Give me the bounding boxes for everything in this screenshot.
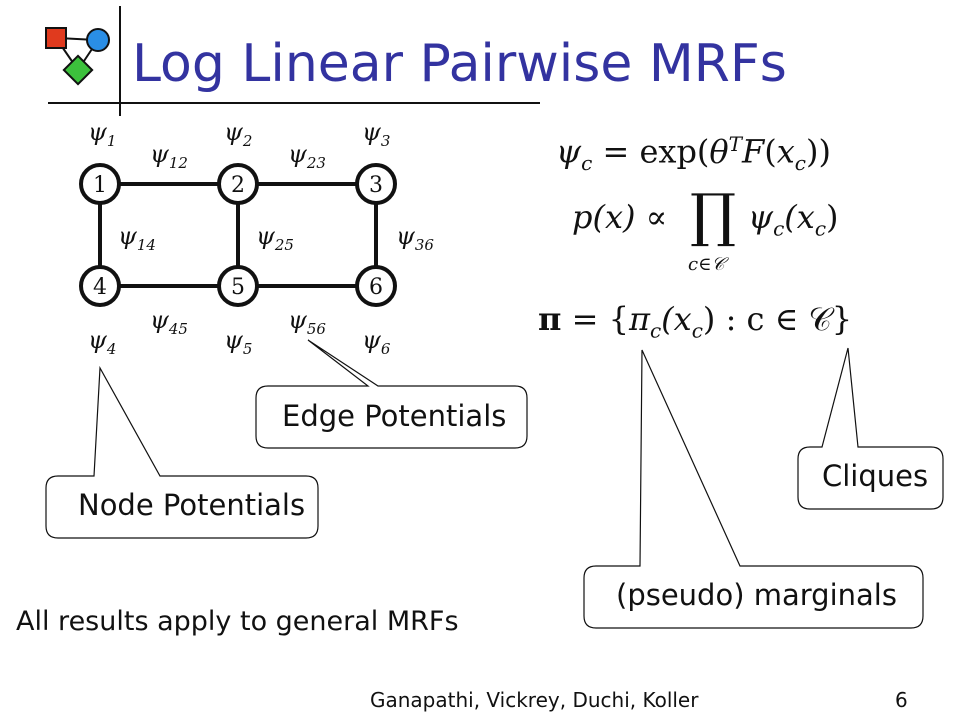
edge-potential-36: ψ36 xyxy=(396,222,434,254)
product-symbol: ∏ xyxy=(690,181,737,249)
header-decoration xyxy=(45,6,540,116)
edge-potential-12: ψ12 xyxy=(150,140,188,172)
equation-distribution: p(x) ∝ xyxy=(572,198,668,236)
edge-potential-45: ψ45 xyxy=(150,306,188,338)
slide-title: Log Linear Pairwise MRFs xyxy=(132,34,787,94)
node-potential-3: ψ3 xyxy=(362,118,390,150)
equation-marginals: π = {πc(xc) : c ∈ 𝒞} xyxy=(538,300,853,343)
node-5 xyxy=(217,265,259,307)
node-potential-1: ψ1 xyxy=(88,118,116,150)
cliques-label: Cliques xyxy=(822,459,929,493)
node-potential-4: ψ4 xyxy=(88,326,116,358)
equation-potential: ψc = exp(θTF(xc)) xyxy=(556,132,831,176)
node-potentials-callout xyxy=(45,365,319,539)
node-label-1: 1 xyxy=(93,173,107,198)
node-label-6: 6 xyxy=(369,275,383,300)
edge-potential-56: ψ56 xyxy=(288,306,326,338)
node-potential-5: ψ5 xyxy=(224,326,252,358)
edge-potentials-label: Edge Potentials xyxy=(282,399,507,433)
edge-potentials-callout xyxy=(255,339,528,449)
marginals-label: (pseudo) marginals xyxy=(616,578,897,612)
node-potentials-label: Node Potentials xyxy=(78,488,306,522)
marginals-callout xyxy=(583,349,924,629)
edge-potential-14: ψ14 xyxy=(118,222,156,254)
node-2 xyxy=(217,163,259,205)
node-label-4: 4 xyxy=(93,275,107,300)
node-6 xyxy=(355,265,397,307)
cliques-callout xyxy=(797,347,944,510)
page-number: 6 xyxy=(895,688,908,712)
general-note: All results apply to general MRFs xyxy=(16,606,459,637)
footer-authors: Ganapathi, Vickrey, Duchi, Koller xyxy=(370,688,699,712)
logo-icon xyxy=(45,27,110,86)
node-potential-6: ψ6 xyxy=(362,326,391,358)
node-label-5: 5 xyxy=(231,275,245,300)
node-label-2: 2 xyxy=(231,173,245,198)
node-potential-2: ψ2 xyxy=(224,118,252,150)
node-3 xyxy=(355,163,397,205)
node-4 xyxy=(79,265,121,307)
product-subscript: c∈𝒞 xyxy=(688,254,725,275)
node-label-3: 3 xyxy=(369,173,383,198)
node-1 xyxy=(79,163,121,205)
equation-distribution-rhs: ψc(xc) xyxy=(748,198,839,241)
edge-potential-23: ψ23 xyxy=(288,140,326,172)
edge-potential-25: ψ25 xyxy=(256,222,294,254)
